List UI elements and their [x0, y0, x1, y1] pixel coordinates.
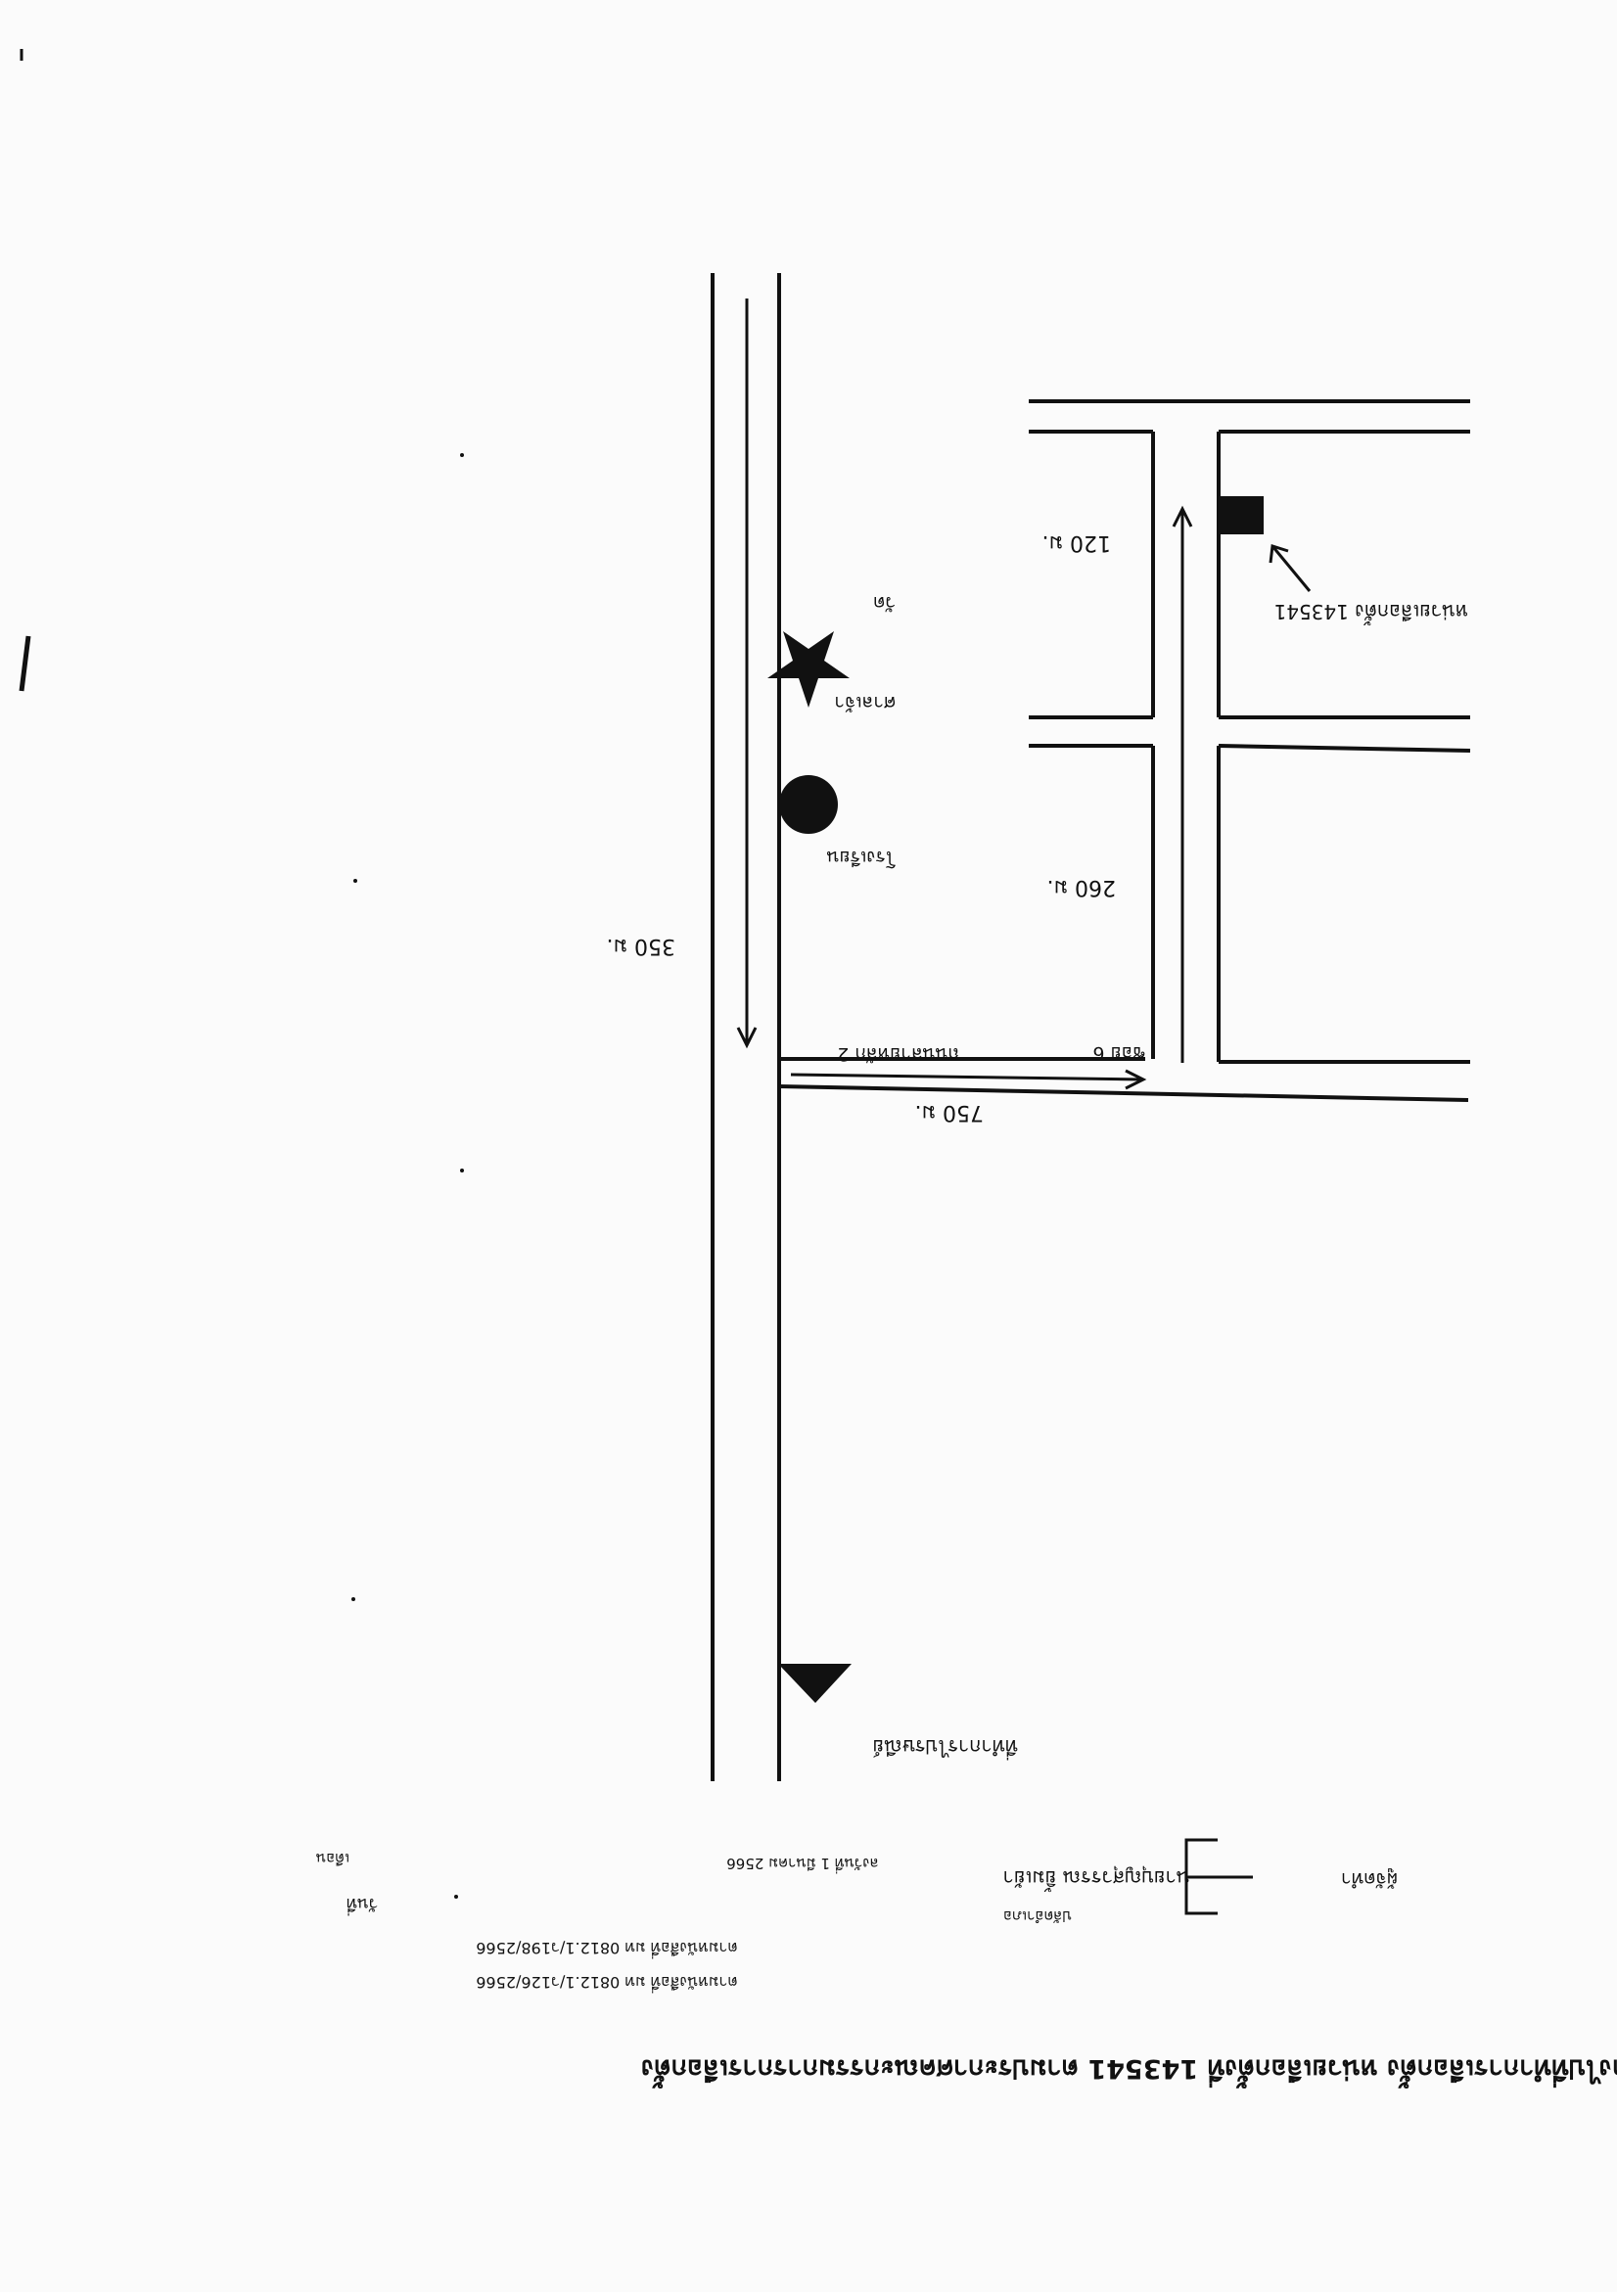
speck — [454, 1895, 458, 1899]
triangle-icon — [778, 1664, 852, 1703]
polling-arrow-head — [1269, 544, 1289, 564]
polling-station-label: หน่วยเลือกตั้ง 143541 — [1274, 600, 1468, 625]
cross-road-arrow-line — [790, 1073, 1144, 1081]
soi-arrow-head — [1172, 505, 1193, 528]
distance-cross: 750 ม. — [915, 1100, 984, 1125]
map-title: แผนที่การไปราชการเดินทางไปที่ทำการเลือกต… — [641, 2053, 1617, 2089]
cross-road-edge-b — [778, 1084, 1469, 1102]
signer-name: นายบุญสุวรรณ ยิ้มเย้า — [1003, 1865, 1190, 1892]
speck — [460, 1169, 464, 1172]
polling-arrow-line — [1270, 545, 1312, 592]
temple-name-label: ศาลเจ้า — [834, 692, 896, 713]
ref-line-2: ตามหนังสือที่ มท 0812.1/ว198/2566 — [476, 1939, 737, 1959]
date-value: เดือน — [316, 1850, 349, 1867]
text-layer: แผนที่การไปราชการเดินทางไปที่ทำการเลือกต… — [316, 530, 1617, 2089]
signer-note: ลงวันที่ 1 มีนาคม 2566 — [726, 1855, 879, 1874]
distance-lane-upper: 120 ม. — [1042, 530, 1111, 555]
signer-role: ผู้จัดทำ — [1341, 1868, 1398, 1890]
main-road-arrow-head — [736, 1027, 758, 1049]
ref-line-1: ตามหนังสือที่ มท 0812.1/ว126/2566 — [476, 1973, 737, 1994]
school-label: โรงเรียน — [826, 847, 896, 869]
distance-main: 350 ม. — [607, 934, 675, 958]
speck — [460, 453, 464, 457]
street-label: ถนนสายหลัก 2 — [837, 1043, 959, 1065]
triangle-landmark-label: ที่ทำการไปรษณีย์ — [872, 1735, 1018, 1761]
soi-label: ซอย 6 — [1092, 1042, 1145, 1064]
scan-mark — [19, 635, 31, 692]
distance-lane-lower: 260 ม. — [1047, 875, 1116, 899]
speck — [351, 1597, 355, 1601]
cross-road-arrow-head — [1125, 1069, 1147, 1090]
map-drawing — [19, 49, 1471, 1915]
speck — [353, 879, 357, 883]
temple-label: วัด — [873, 592, 896, 614]
circle-icon — [779, 775, 838, 834]
signer-position: ปลัดอำเภอ — [1003, 1907, 1072, 1925]
date-label: วันที่ — [346, 1894, 378, 1916]
star-icon — [767, 631, 850, 708]
square-icon — [1219, 496, 1264, 534]
mid-street-right-b — [1218, 744, 1471, 753]
